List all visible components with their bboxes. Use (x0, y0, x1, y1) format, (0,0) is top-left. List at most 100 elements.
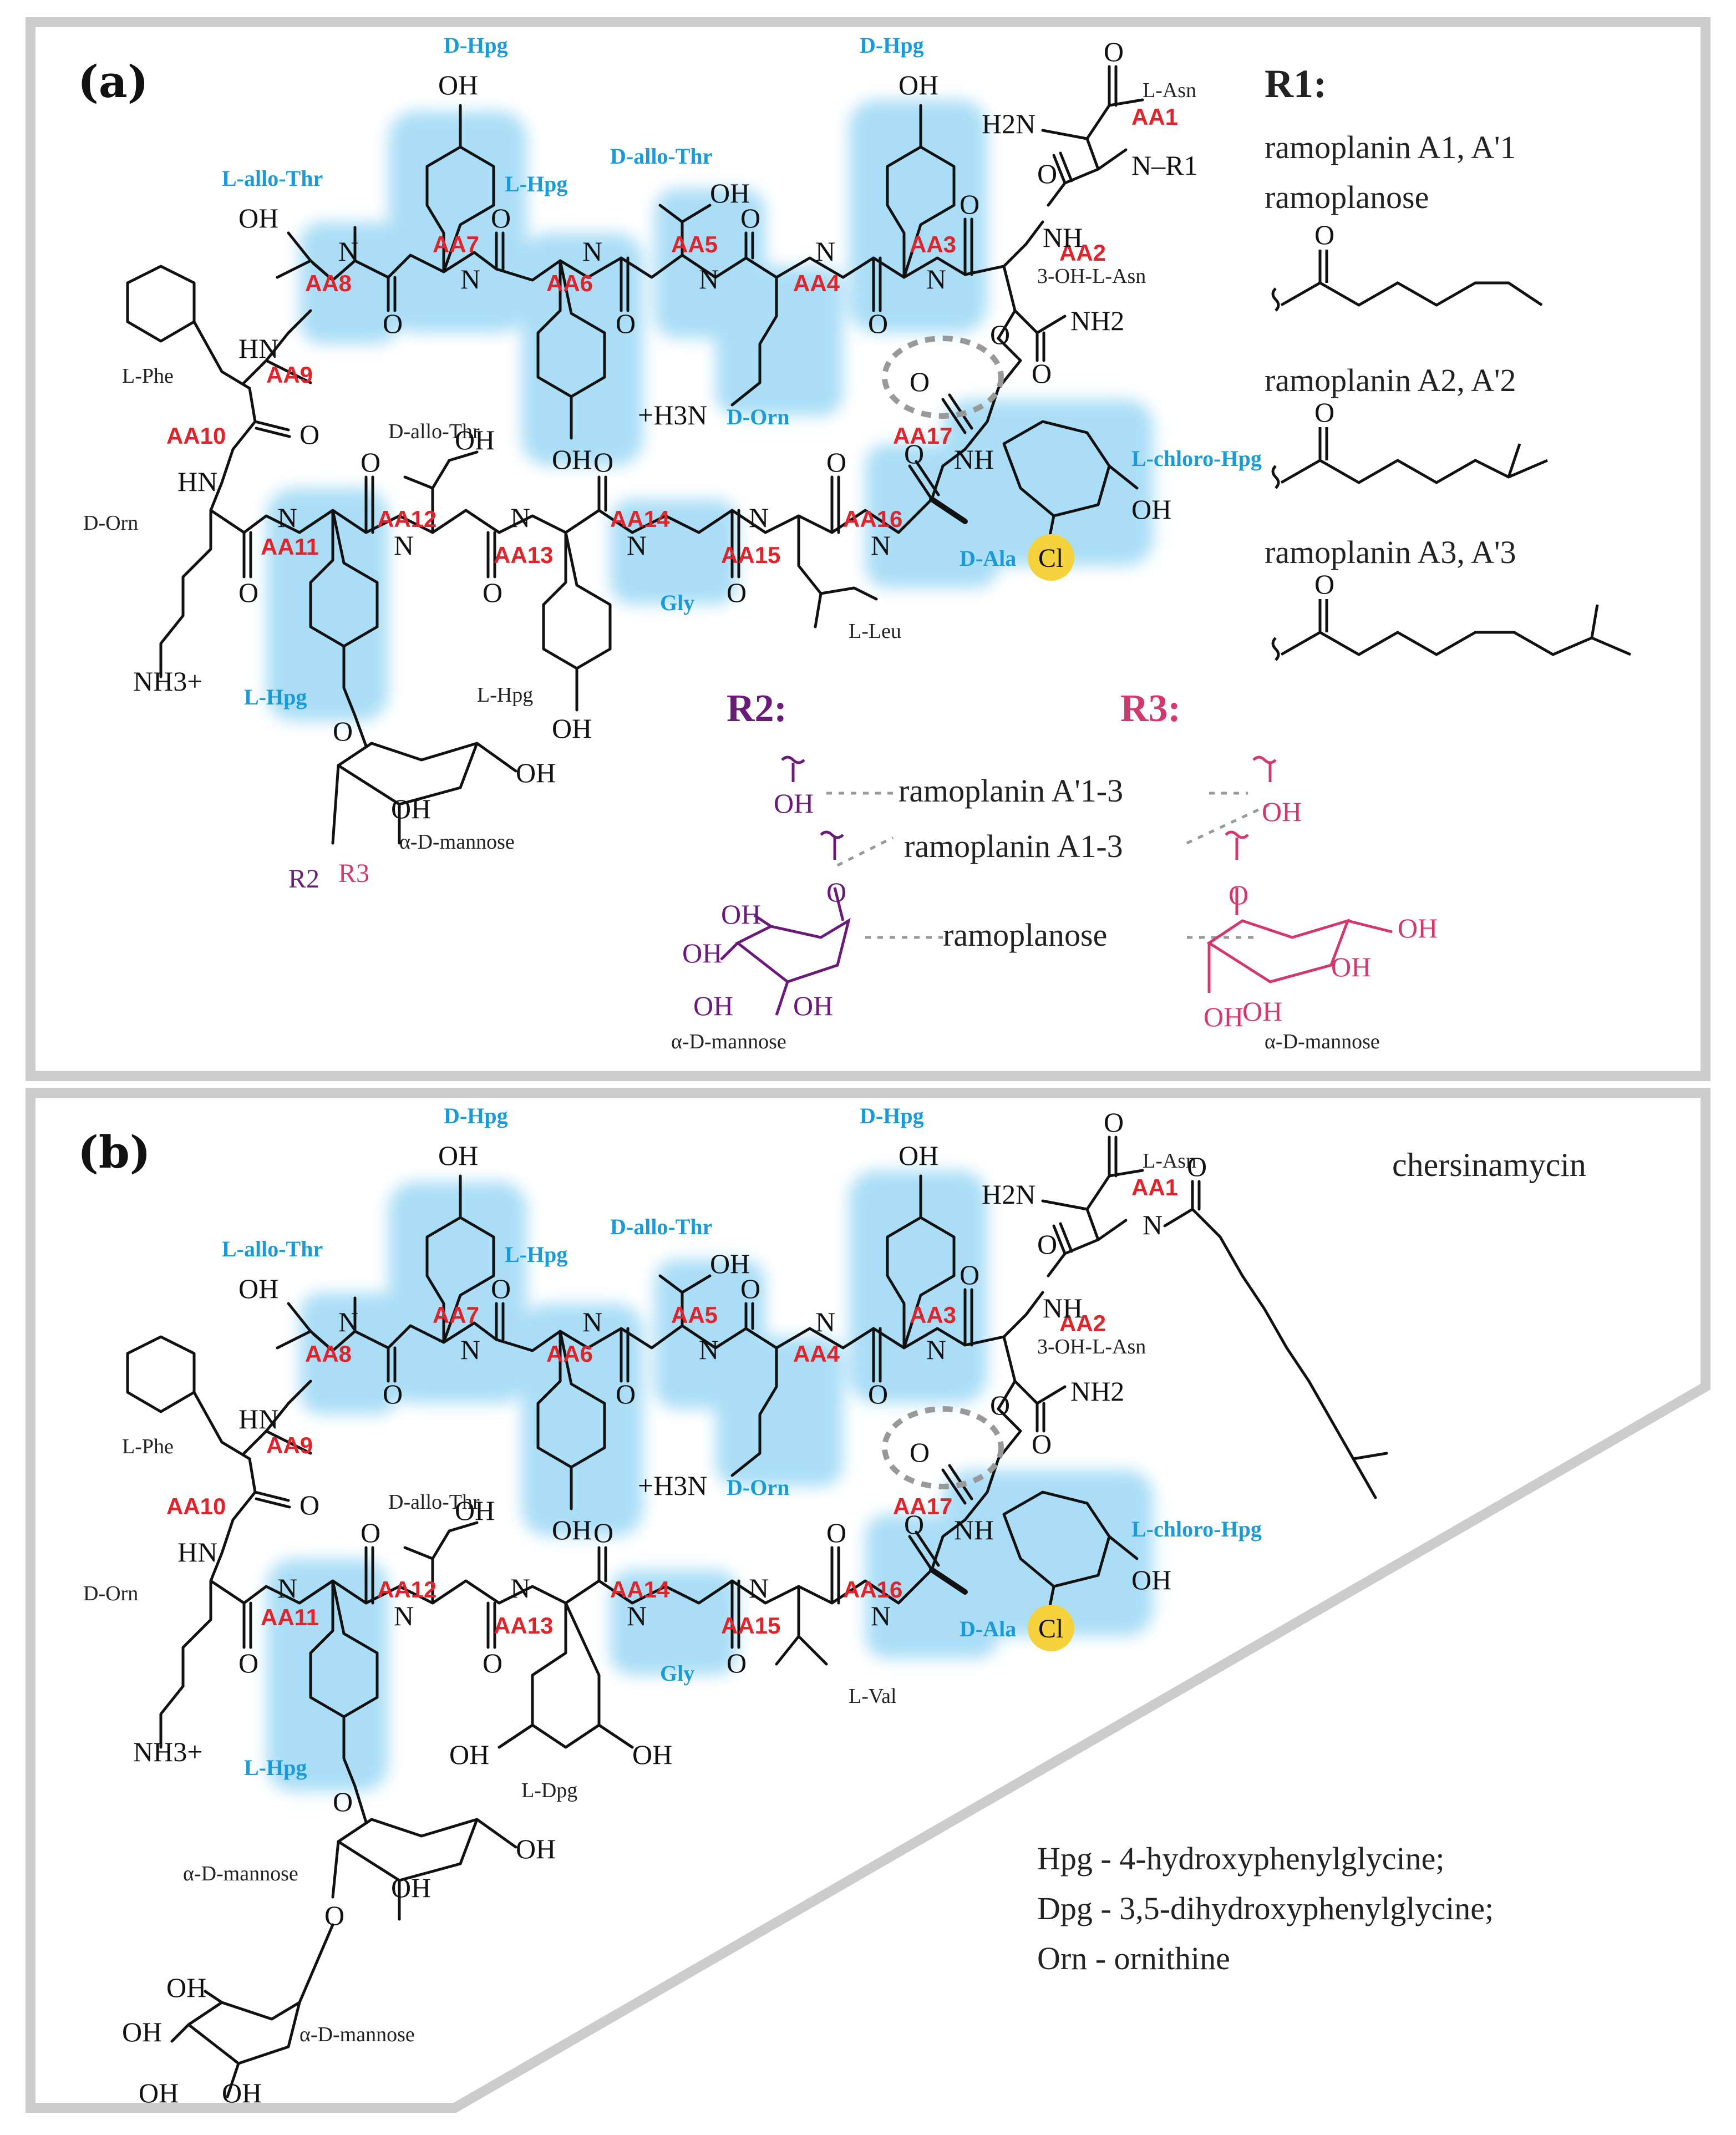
glow-highlights (266, 100, 1154, 721)
label-b-aa17: AA17 (893, 1493, 952, 1519)
name-aa17: L-chloro-Hpg (1131, 446, 1262, 471)
label-aa2: AA2 (1059, 240, 1106, 266)
label-aa15: AA15 (721, 542, 780, 568)
atom-o: O (1187, 1151, 1207, 1182)
r3-oh-2: OH (1398, 912, 1438, 944)
atom-hn: HN (238, 1403, 278, 1434)
r2-ho-1: OH (721, 899, 761, 930)
label-aa6: AA6 (546, 270, 593, 296)
label-b-aa3: AA3 (910, 1302, 956, 1328)
atom-h3n: +H3N (638, 399, 707, 430)
label-aa13: AA13 (494, 542, 553, 568)
glow-b-aa14 (610, 1570, 738, 1675)
label-aa1: AA1 (1131, 104, 1178, 130)
acyl-chain-2 (1280, 459, 1548, 484)
atom-nr1: N–R1 (1131, 150, 1197, 181)
acyl-chain-1 (1280, 281, 1543, 307)
name-b-aa16: D-Ala (960, 1616, 1016, 1641)
label-aa5: AA5 (671, 231, 718, 257)
atom-cl: Cl (1038, 544, 1063, 573)
atom-n: N (394, 530, 414, 561)
atom-n: N (460, 1334, 480, 1365)
atom-h2n: H2N (982, 108, 1035, 139)
name-aa4: D-Orn (727, 404, 789, 429)
name-aa7: D-Hpg (444, 33, 508, 58)
glow-aa11 (266, 488, 388, 721)
legend-hpg: Hpg - 4-hydroxyphenylglycine; (1037, 1840, 1445, 1877)
acyl-chain-3 (1280, 631, 1631, 656)
label-b-aa10: AA10 (166, 1493, 226, 1519)
lactone-marker (882, 336, 1004, 419)
atom-h2n: H2N (982, 1179, 1035, 1210)
label-aa7: AA7 (433, 231, 479, 257)
atom-n: N (277, 502, 297, 533)
r2-structures (720, 755, 851, 1016)
atom-oh: OH (449, 1739, 489, 1770)
atom-o: O (238, 577, 258, 608)
atom-o: O (491, 202, 511, 234)
atom-o: O (910, 1437, 930, 1468)
name-aa1: L-Asn (1143, 79, 1196, 102)
atom-o: O (868, 1378, 888, 1409)
atom-hn: HN (177, 1536, 217, 1568)
atom-o: O (593, 1517, 613, 1548)
chlorine-highlight-b (1028, 1605, 1074, 1651)
r1-acyl-chains (1271, 250, 1631, 661)
glow-aa4 (715, 266, 843, 416)
atom-o: O (1314, 397, 1334, 428)
label-b-aa12: AA12 (377, 1576, 436, 1602)
sugar-b-label-2: α-D-mannose (300, 2023, 415, 2046)
label-aa11: AA11 (261, 534, 319, 560)
name-b-aa14: Gly (660, 1661, 694, 1686)
panel-b-frame (26, 1088, 1710, 2113)
glow-b-aa8 (300, 1292, 399, 1414)
atom-o: O (960, 189, 979, 220)
label-aa17: AA17 (893, 423, 952, 449)
r2-ho-3: OH (693, 990, 733, 1021)
wavy-bond (1271, 465, 1280, 489)
panel-a-atoms: OH OH OH OH OH OH OH OH OH OH O O O O O … (133, 36, 1197, 824)
name-aa14: Gly (660, 590, 694, 615)
atom-n: N (871, 1600, 891, 1631)
legend-dpg: Dpg - 3,5-dihydroxyphenylglycine; (1037, 1890, 1494, 1926)
wavy-bond (1271, 637, 1280, 661)
atom-oh: OH (438, 1140, 478, 1171)
atom-n: N (815, 236, 835, 267)
name-b-aa4: D-Orn (727, 1475, 789, 1500)
compound-name: chersinamycin (1392, 1147, 1586, 1183)
atom-oh: OH (122, 2016, 162, 2047)
atom-o: O (1037, 158, 1057, 189)
atom-oh: OH (552, 713, 592, 744)
variant-row-1: ramoplanin A'1-3 (899, 773, 1123, 809)
name-aa16: D-Ala (960, 546, 1016, 571)
atom-oh: OH (710, 178, 750, 209)
name-aa11: L-Hpg (244, 684, 307, 709)
glow-aa6 (521, 233, 643, 466)
glow-aa8 (300, 222, 399, 344)
legend-orn: Orn - ornithine (1037, 1940, 1230, 1976)
panel-b-aa-labels: AA1 AA2 AA3 AA4 AA5 AA6 AA7 AA8 AA9 AA10… (166, 1174, 1178, 1639)
name-b-aa9: L-Phe (122, 1435, 174, 1458)
label-aa4: AA4 (793, 270, 840, 296)
r2-sugar-label: α-D-mannose (671, 1030, 786, 1053)
name-aa5: D-allo-Thr (610, 144, 712, 169)
name-b-aa17: L-chloro-Hpg (1131, 1517, 1262, 1541)
atom-o: O (616, 1378, 636, 1409)
name-aa2: 3-OH-L-Asn (1037, 265, 1146, 288)
atom-o: O (826, 1517, 846, 1548)
atom-n: N (338, 1306, 358, 1337)
name-b-aa6: L-Hpg (505, 1242, 567, 1267)
atom-oh: OH (222, 2077, 262, 2108)
name-b-aa12: D-allo-Thr (388, 1490, 480, 1514)
name-aa3: D-Hpg (860, 33, 924, 58)
atom-o: O (483, 577, 502, 608)
name-b-aa1: L-Asn (1143, 1149, 1196, 1173)
name-b-aa2: 3-OH-L-Asn (1037, 1335, 1146, 1358)
r1-section: R1: ramoplanin A1, A'1 ramoplanose ramop… (1265, 62, 1631, 661)
atom-oh: OH (710, 1248, 750, 1279)
label-b-aa7: AA7 (433, 1302, 479, 1328)
panel-a-black-names: L-Asn 3-OH-L-Asn L-Phe D-Orn D-allo-Thr … (83, 79, 1196, 854)
r3-structures (1206, 755, 1393, 993)
